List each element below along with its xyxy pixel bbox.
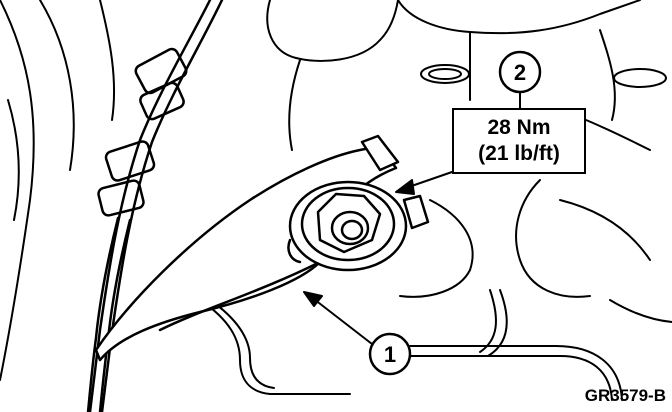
callout-circle-one [368, 332, 412, 376]
callout-label-two: 2 [514, 60, 526, 85]
torque-imperial: (21 lb/ft) [478, 142, 560, 165]
callout-label-one: 1 [384, 342, 396, 367]
torque-spec-box: 28 Nm (21 lb/ft) [452, 108, 586, 174]
wiring-harness [86, 0, 224, 412]
bolt-assembly [287, 180, 408, 272]
engine-block [199, 0, 672, 401]
left-housing [0, 0, 116, 381]
torque-metric: 28 Nm [487, 116, 551, 139]
callout-circle-two [498, 50, 542, 94]
figure-reference-code: GR3579-B [584, 386, 666, 405]
